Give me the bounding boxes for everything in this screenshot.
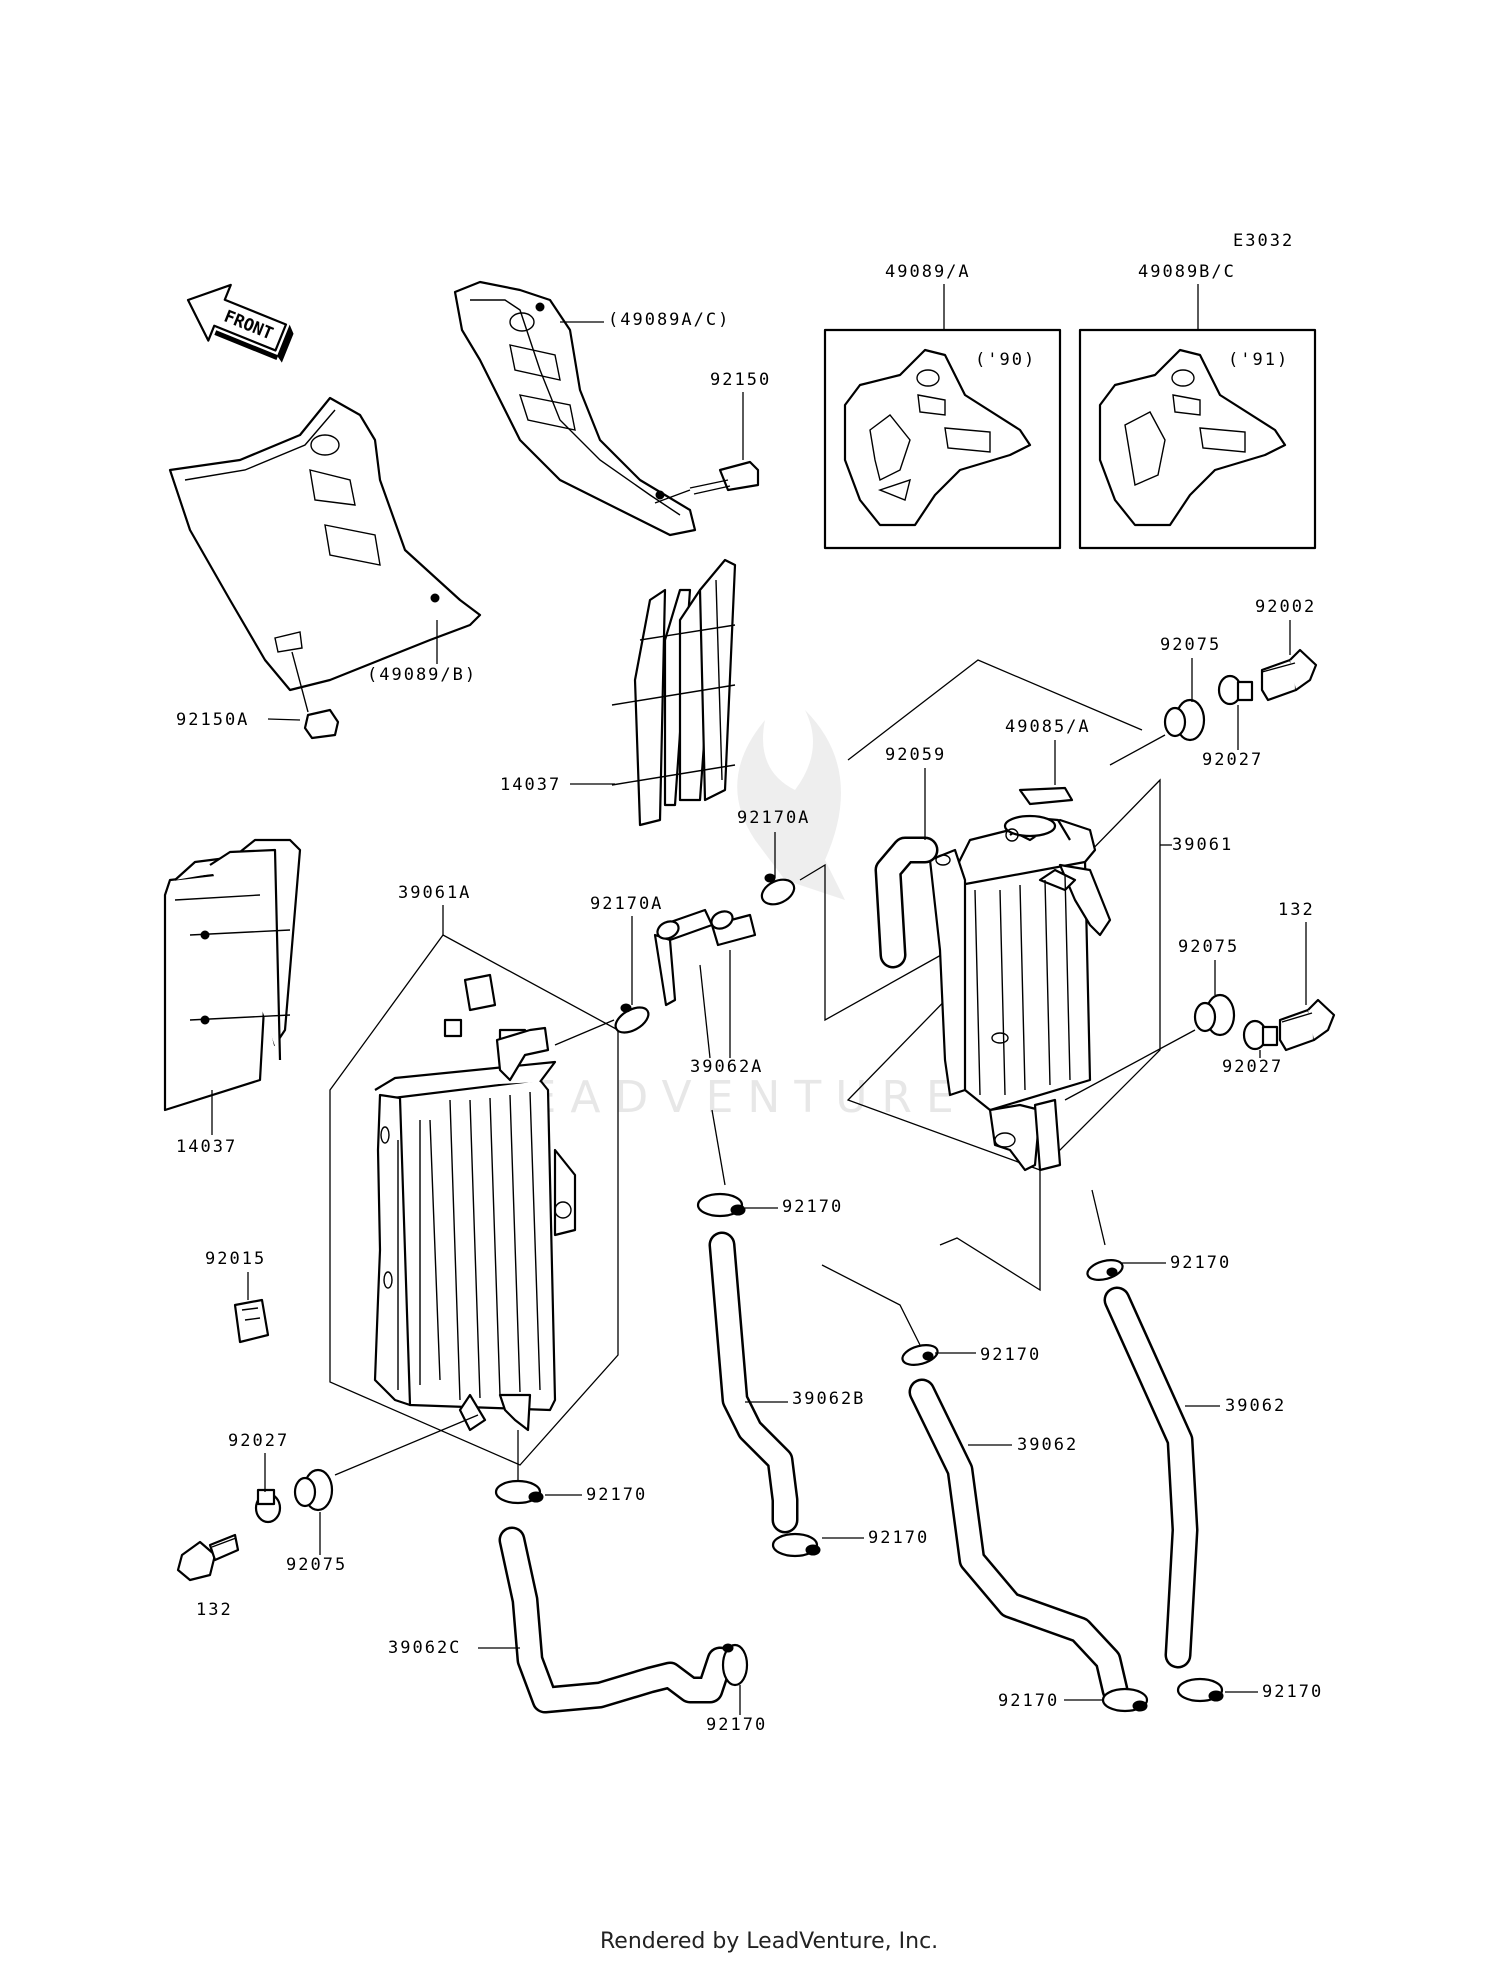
clamp-92170-2 <box>1086 1259 1124 1281</box>
bolt-132-left <box>176 1533 240 1582</box>
label-49089B: (49089/B) <box>367 665 477 685</box>
label-92170-4: 92170 <box>586 1485 647 1505</box>
collar-92027-right <box>1242 1019 1279 1051</box>
label-92170-1: 92170 <box>782 1197 843 1217</box>
hose-92059 <box>874 836 939 969</box>
grommet-92075-left <box>293 1468 334 1512</box>
radiator-left <box>373 973 577 1432</box>
label-92170-2: 92170 <box>1170 1253 1231 1273</box>
label-132-left: 132 <box>196 1600 233 1620</box>
label-39061: 39061 <box>1172 835 1233 855</box>
label-92150A: 92150A <box>176 710 249 730</box>
bolt-92150A <box>291 651 340 740</box>
label-14037-mid: 14037 <box>500 775 561 795</box>
label-39062-right: 39062 <box>1225 1396 1286 1416</box>
radiator-shroud-outer <box>168 396 482 692</box>
clamp-92170-6 <box>721 1643 749 1687</box>
front-arrow-icon: FRONT <box>186 283 294 363</box>
label-91: ('91) <box>1228 350 1289 370</box>
hose-39062-mid <box>908 1378 1129 1704</box>
label-92015: 92015 <box>205 1249 266 1269</box>
diagram-code: E3032 <box>1233 231 1294 251</box>
label-92075-top: 92075 <box>1160 635 1221 655</box>
label-92170-3: 92170 <box>980 1345 1041 1365</box>
label-92170-5: 92170 <box>868 1528 929 1548</box>
clamp-92170-1 <box>696 1192 746 1218</box>
grommet-92075-right <box>1193 993 1236 1037</box>
hose-39062B <box>708 1231 799 1534</box>
hose-39062A <box>653 908 757 1007</box>
grommet-92075-top <box>1163 698 1206 742</box>
hose-39062C <box>498 1526 734 1714</box>
label-92027-left: 92027 <box>228 1431 289 1451</box>
clamp-92170-3 <box>901 1344 939 1366</box>
bolt-132-right <box>1278 998 1336 1052</box>
label-92059: 92059 <box>885 745 946 765</box>
hose-39062-right <box>1103 1286 1199 1669</box>
watermark: LEADVENTURE <box>490 1072 968 1123</box>
label-92075-right: 92075 <box>1178 937 1239 957</box>
footer-credit: Rendered by LeadVenture, Inc. <box>600 1929 938 1954</box>
watermark-logo <box>737 710 845 900</box>
label-92170A-mid: 92170A <box>590 894 663 914</box>
collar-92027-left <box>254 1488 282 1524</box>
label-39061A: 39061A <box>398 883 471 903</box>
bolt-92002 <box>1260 648 1318 702</box>
radiator-shroud-inner <box>453 280 697 537</box>
label-92170-7: 92170 <box>998 1691 1059 1711</box>
label-92170-6: 92170 <box>706 1715 767 1735</box>
clamp-92170A-mid <box>614 1003 650 1034</box>
clip-92015 <box>233 1298 270 1344</box>
clamp-92170-7 <box>1101 1687 1149 1713</box>
seal-49085A <box>1018 786 1074 806</box>
label-92002: 92002 <box>1255 597 1316 617</box>
clamp-92170-5 <box>771 1532 821 1558</box>
label-92027-top: 92027 <box>1202 750 1263 770</box>
label-92027-right: 92027 <box>1222 1057 1283 1077</box>
label-132-right: 132 <box>1278 900 1315 920</box>
radiator-guard-left <box>163 838 302 1112</box>
label-39062A: 39062A <box>690 1057 763 1077</box>
decal-90: ('90) <box>843 348 1036 527</box>
clamp-92170-8 <box>1176 1677 1224 1703</box>
decal-91: ('91) <box>1098 348 1289 527</box>
collar-92027-top <box>1217 674 1254 706</box>
label-90: ('90) <box>975 350 1036 370</box>
radiator-guard-right <box>611 558 737 827</box>
label-92150: 92150 <box>710 370 771 390</box>
label-92170-8: 92170 <box>1262 1682 1323 1702</box>
label-49085A: 49085/A <box>1005 717 1091 737</box>
label-92170A-top: 92170A <box>737 808 810 828</box>
label-39062C: 39062C <box>388 1638 461 1658</box>
label-49089BC: 49089B/C <box>1138 262 1236 282</box>
label-49089AC: (49089A/C) <box>608 310 730 330</box>
screw-92150 <box>689 460 760 495</box>
label-39062-mid: 39062 <box>1017 1435 1078 1455</box>
label-49089A: 49089/A <box>885 262 971 282</box>
clamp-92170-4 <box>494 1479 544 1505</box>
label-14037-left: 14037 <box>176 1137 237 1157</box>
clamp-92170A-top <box>760 873 796 906</box>
radiator-right <box>928 814 1112 1172</box>
label-92075-left: 92075 <box>286 1555 347 1575</box>
label-39062B: 39062B <box>792 1389 865 1409</box>
